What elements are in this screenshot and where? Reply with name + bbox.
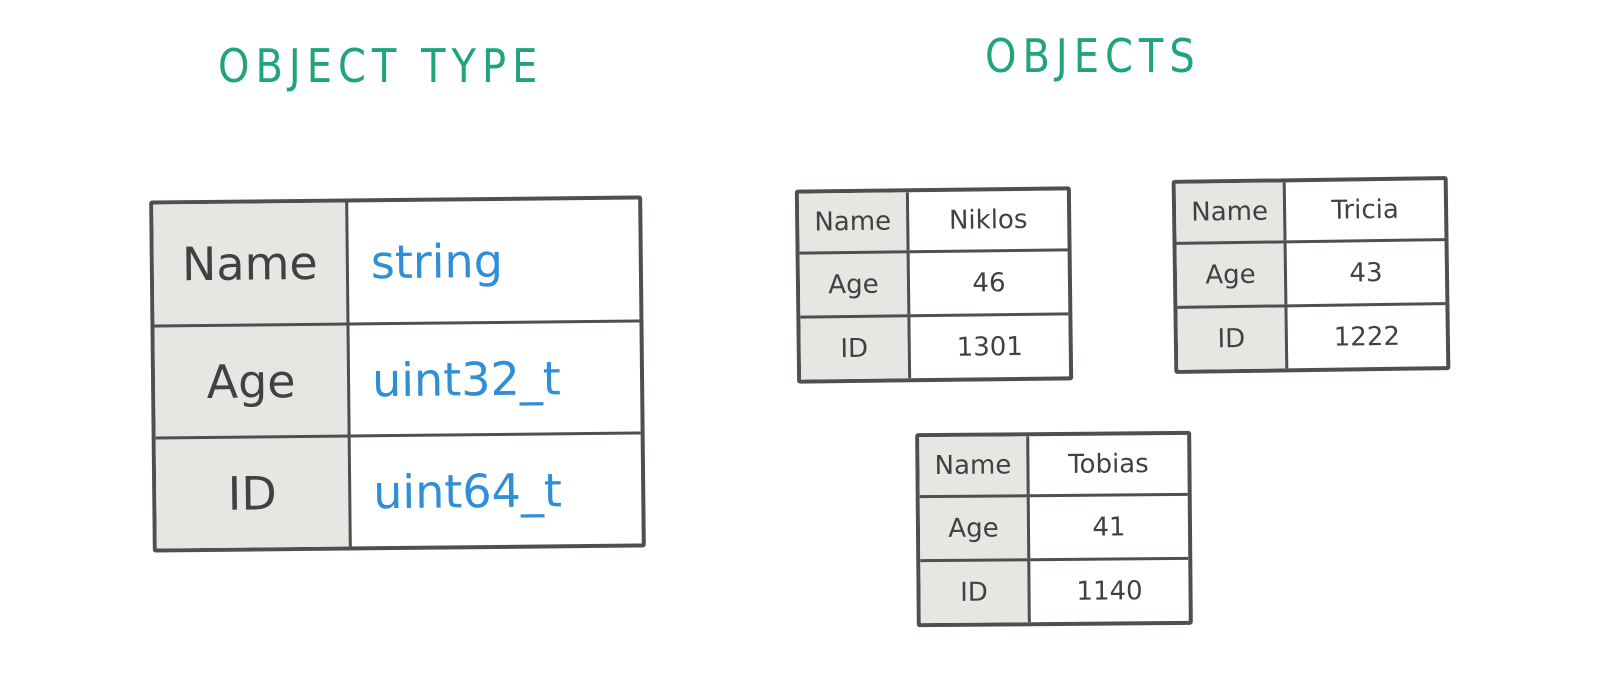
object-field-age: Age (919, 494, 1031, 560)
object-value-id: 1301 (910, 312, 1070, 379)
type-value-name: string (370, 233, 504, 290)
type-field-name: Name (153, 202, 350, 325)
object-field-id: ID (800, 314, 912, 380)
object-value-name: Niklos (948, 204, 1028, 236)
object-value-age: 43 (1286, 238, 1446, 305)
objects-heading: OBJECTS (985, 30, 1201, 84)
object-value-age: 46 (909, 248, 1069, 315)
type-value-age: uint32_t (349, 319, 641, 435)
object-table-tricia: Name Tricia Age 43 ID 1222 (1171, 176, 1451, 374)
object-value-age: 41 (1029, 492, 1189, 559)
object-field-age: Age (799, 250, 911, 316)
object-field-name: Name (919, 436, 1030, 496)
type-value-id: uint64_t (350, 431, 642, 547)
object-field-name: Name (798, 192, 910, 252)
object-field-name: Name (1175, 182, 1287, 242)
object-type-table: Name string Age uint32_t ID uint64_t (149, 195, 646, 553)
object-field-id: ID (920, 558, 1031, 624)
object-table-tobias: Name Tobias Age 41 ID 1140 (915, 430, 1193, 628)
type-field-age: Age (154, 322, 351, 437)
object-field-id: ID (1177, 304, 1289, 370)
type-field-id: ID (155, 434, 352, 549)
object-value-id: 1222 (1287, 302, 1447, 369)
object-type-heading: OBJECT TYPE (218, 40, 544, 94)
object-field-age: Age (1176, 240, 1288, 306)
object-table-niklos: Name Niklos Age 46 ID 1301 (794, 186, 1074, 384)
object-value-name: Tobias (1068, 449, 1149, 480)
object-value-id: 1140 (1030, 556, 1189, 623)
object-value-name: Tricia (1331, 194, 1400, 226)
